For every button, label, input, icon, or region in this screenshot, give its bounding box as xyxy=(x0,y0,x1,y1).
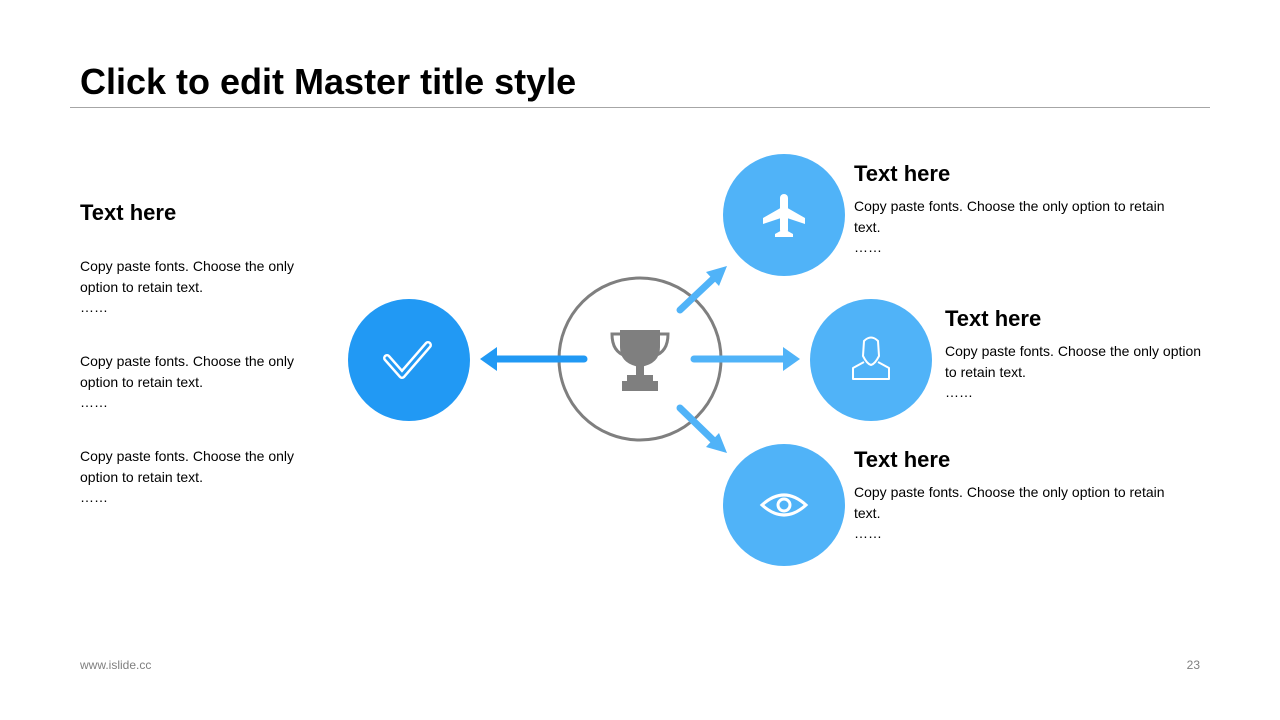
right-ellipsis-1: …… xyxy=(854,239,882,255)
left-ellipsis-3: …… xyxy=(80,489,108,505)
left-ellipsis-1: …… xyxy=(80,299,108,315)
airplane-node xyxy=(723,154,845,276)
right-ellipsis-2: …… xyxy=(945,384,973,400)
left-text-block-3: Copy paste fonts. Choose the only option… xyxy=(80,446,330,506)
slide-title: Click to edit Master title style xyxy=(80,61,577,102)
left-text-block-2: Copy paste fonts. Choose the only option… xyxy=(80,351,330,411)
left-text-3: Copy paste fonts. Choose the only option… xyxy=(80,448,295,485)
eye-icon xyxy=(759,493,809,517)
arrow-to-user xyxy=(690,347,800,371)
right-item-eye: Text here Copy paste fonts. Choose the o… xyxy=(854,446,1194,542)
right-text-2: Copy paste fonts. Choose the only option… xyxy=(945,343,1202,380)
eye-node xyxy=(723,444,845,566)
left-heading: Text here xyxy=(80,200,177,225)
user-icon xyxy=(852,336,890,380)
arrow-to-eye xyxy=(676,404,727,453)
left-ellipsis-2: …… xyxy=(80,394,108,410)
arrow-to-check xyxy=(480,347,588,371)
left-text-2: Copy paste fonts. Choose the only option… xyxy=(80,353,295,390)
right-text-1: Copy paste fonts. Choose the only option… xyxy=(854,198,1165,235)
right-ellipsis-3: …… xyxy=(854,525,882,541)
user-node xyxy=(810,299,932,421)
checkmark-icon xyxy=(383,341,432,379)
title-divider xyxy=(70,107,1210,108)
right-heading-2: Text here xyxy=(945,306,1042,331)
airplane-icon xyxy=(763,194,805,237)
left-text-block-1: Copy paste fonts. Choose the only option… xyxy=(80,256,330,316)
page-number: 23 xyxy=(1186,658,1200,672)
right-item-user: Text here Copy paste fonts. Choose the o… xyxy=(945,305,1205,401)
footer-url: www.islide.cc xyxy=(80,658,152,672)
center-ring xyxy=(557,276,723,442)
trophy-icon xyxy=(610,330,670,391)
left-text-1: Copy paste fonts. Choose the only option… xyxy=(80,258,295,295)
center-hub xyxy=(557,276,723,442)
right-item-airplane: Text here Copy paste fonts. Choose the o… xyxy=(854,160,1194,256)
check-node xyxy=(348,299,470,421)
arrow-to-airplane xyxy=(676,266,727,314)
right-heading-1: Text here xyxy=(854,161,951,186)
right-text-3: Copy paste fonts. Choose the only option… xyxy=(854,484,1165,521)
right-heading-3: Text here xyxy=(854,447,951,472)
